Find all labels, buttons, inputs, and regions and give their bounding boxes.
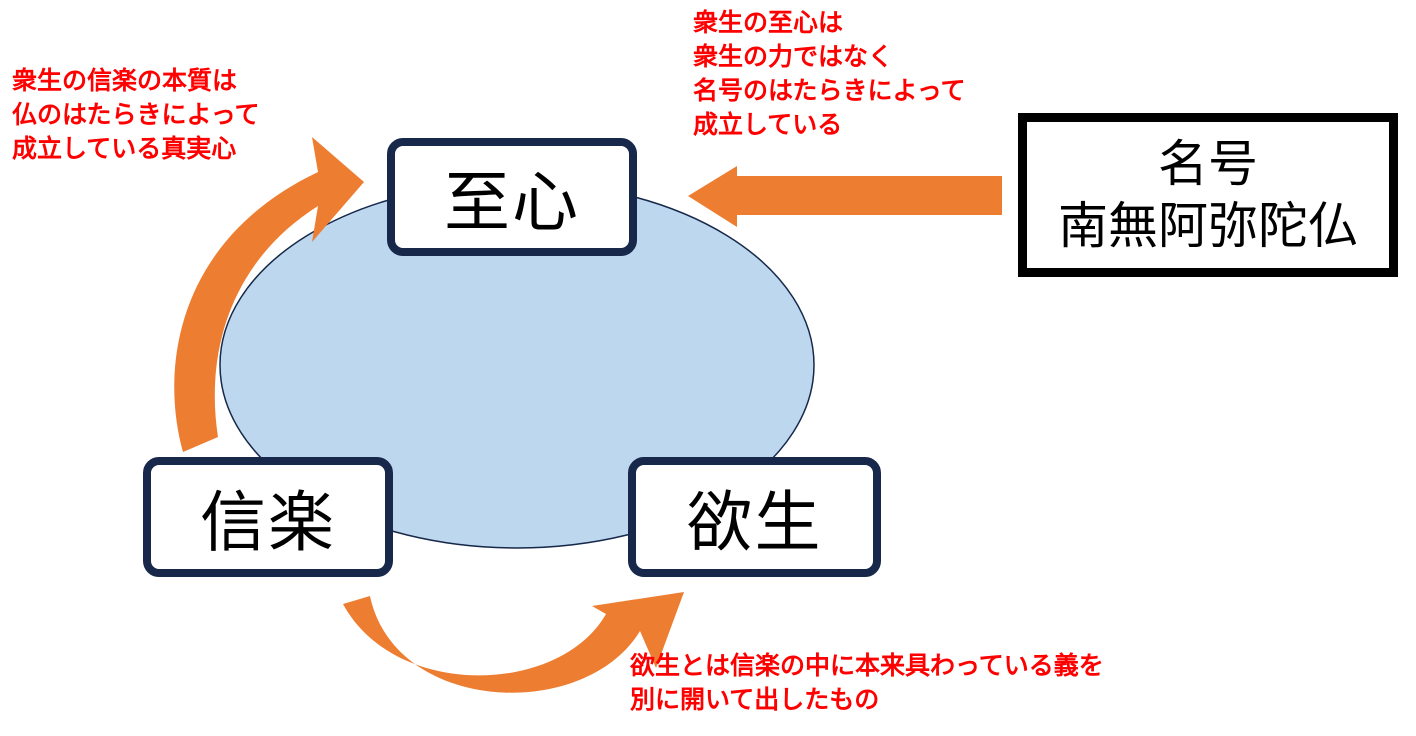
- arrow-shingyo-to-shishin: [174, 137, 364, 452]
- note-line: 成立している: [693, 110, 843, 139]
- note-yokusho-meaning: 欲生とは信楽の中に本来具わっている義を 別に開いて出したもの: [630, 649, 1104, 717]
- note-line: 成立している真実心: [12, 134, 237, 163]
- note-shingyo-essence: 衆生の信楽の本質は 仏のはたらきによって 成立している真実心: [12, 64, 260, 166]
- myogo-nembutsu: 南無阿弥陀仏: [1058, 197, 1358, 255]
- myogo-box: 名号 南無阿弥陀仏: [1018, 113, 1398, 277]
- node-shishin: 至心: [387, 138, 637, 256]
- node-shingyo: 信楽: [143, 457, 393, 577]
- note-line: 欲生とは信楽の中に本来具わっている義を: [630, 651, 1104, 680]
- note-line: 衆生の力ではなく: [693, 42, 894, 71]
- note-line: 別に開いて出したもの: [630, 685, 880, 714]
- note-shishin-source: 衆生の至心は 衆生の力ではなく 名号のはたらきによって 成立している: [693, 6, 966, 142]
- myogo-title: 名号: [1158, 135, 1258, 193]
- arrow-myogo-to-shishin: [688, 166, 1002, 227]
- node-yokusho: 欲生: [628, 457, 881, 577]
- note-line: 衆生の信楽の本質は: [12, 66, 238, 95]
- arrow-shingyo-to-yokusho: [343, 592, 684, 693]
- note-line: 名号のはたらきによって: [693, 76, 966, 105]
- note-line: 仏のはたらきによって: [12, 100, 260, 129]
- note-line: 衆生の至心は: [693, 8, 844, 37]
